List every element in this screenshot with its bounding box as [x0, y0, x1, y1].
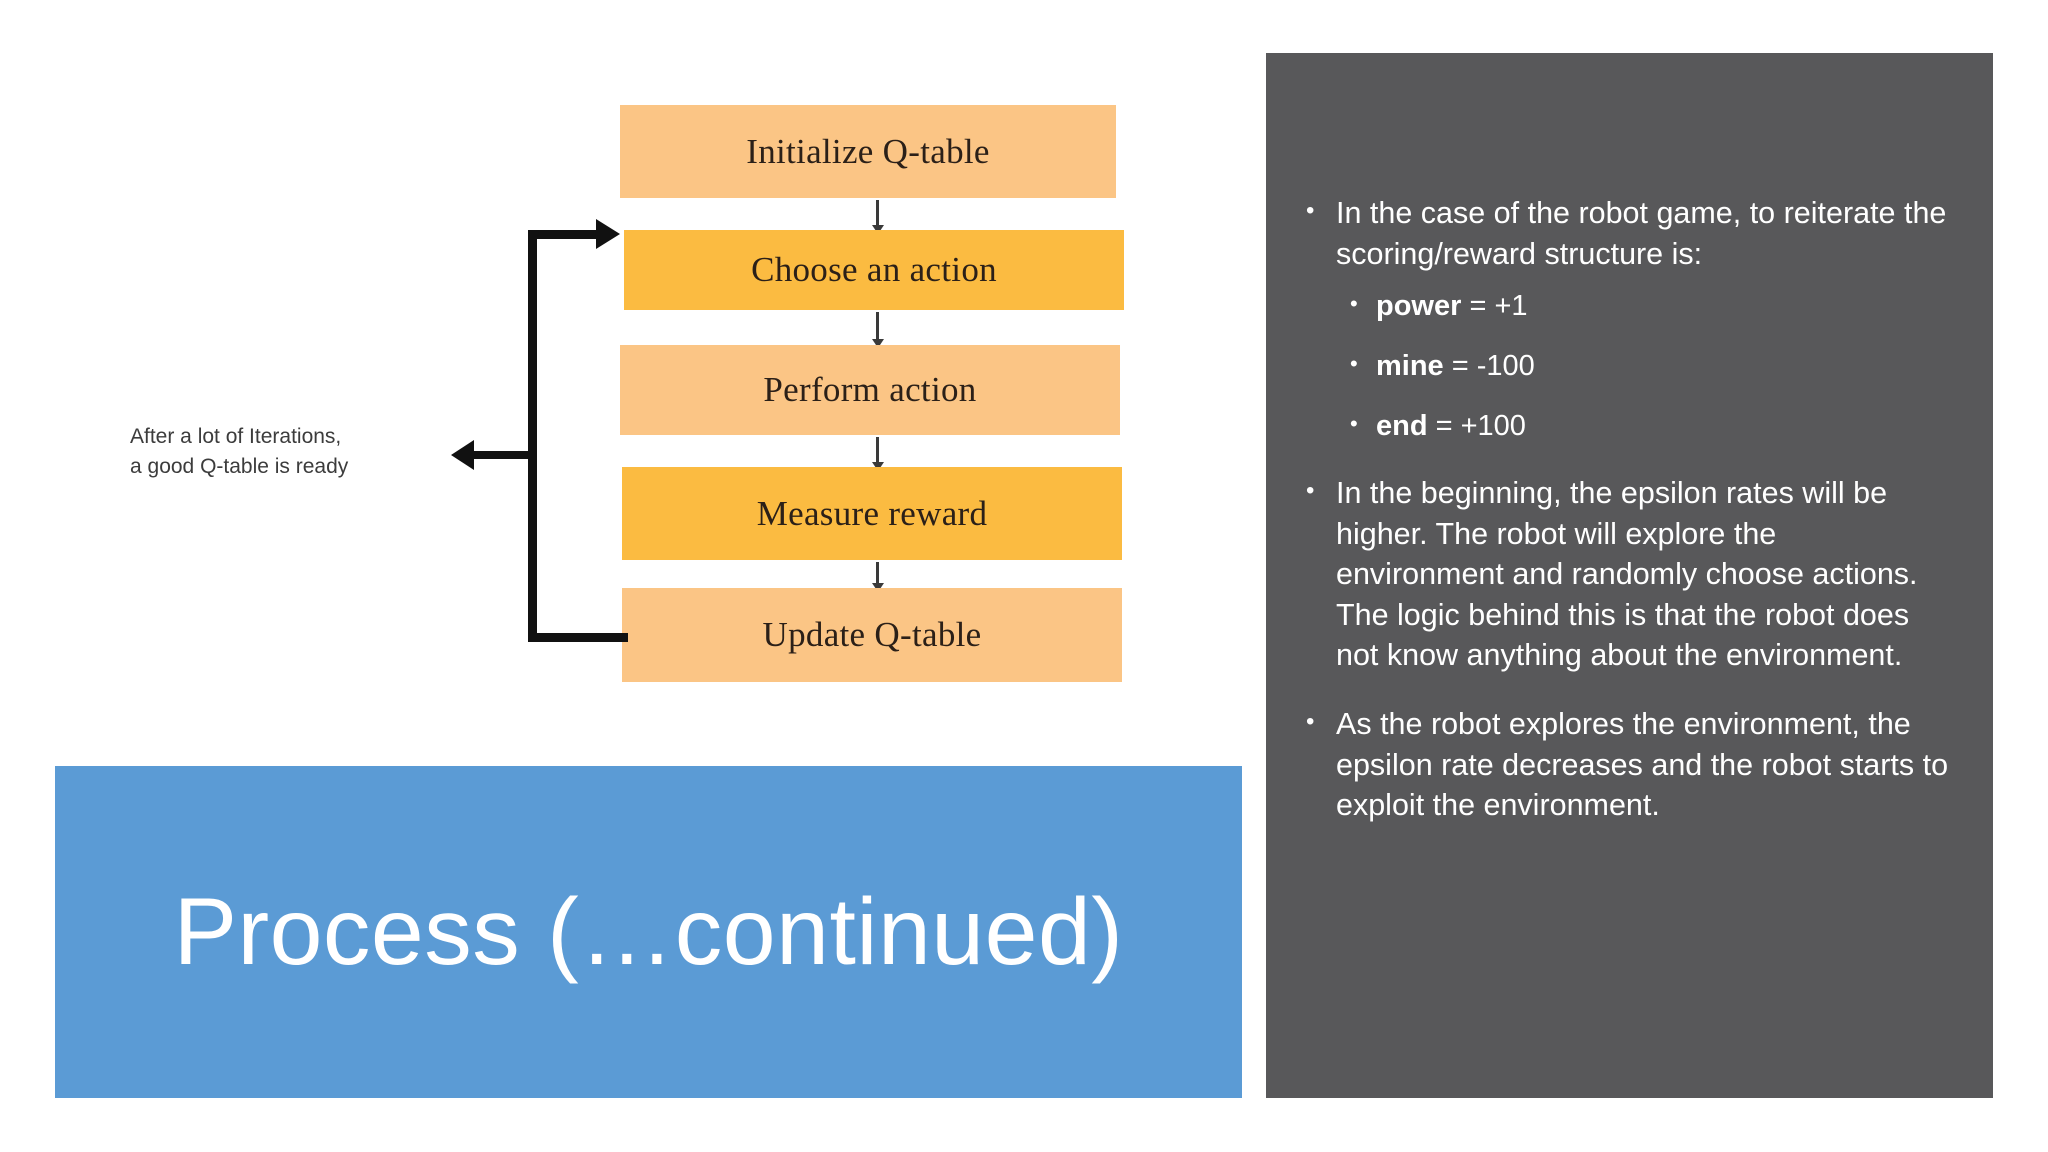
flow-step-update-q-table: Update Q-table: [622, 588, 1122, 682]
list-item: end = +100: [1336, 406, 1949, 446]
reward-value-power: = +1: [1461, 290, 1528, 323]
flow-step-choose-an-action: Choose an action: [624, 230, 1124, 310]
page-title: Process (…continued): [173, 878, 1124, 985]
flow-connector-arrow-2: [871, 312, 884, 348]
flow-step-initialize-q-table: Initialize Q-table: [620, 105, 1116, 198]
flow-step-perform-action: Perform action: [620, 345, 1120, 435]
feedback-loop-arrowhead-icon: [596, 219, 620, 249]
exit-arrow-shaft: [471, 451, 531, 459]
flow-connector-arrow-3: [871, 437, 884, 471]
list-item: mine = -100: [1336, 346, 1949, 386]
bullet-text: As the robot explores the environment, t…: [1336, 707, 1949, 823]
reward-keyword-end: end: [1376, 409, 1428, 442]
flow-connector-arrow-4: [871, 562, 884, 592]
list-item: As the robot explores the environment, t…: [1300, 703, 1949, 826]
list-item: In the beginning, the epsilon rates will…: [1300, 472, 1949, 676]
iterations-caption-line-1: After a lot of Iterations,: [130, 425, 342, 448]
title-banner: Process (…continued): [55, 766, 1242, 1098]
sub-bullet-list: power = +1 mine = -100 end = +100: [1336, 286, 1949, 446]
feedback-loop-bottom-segment: [528, 633, 628, 642]
bullet-list: In the case of the robot game, to reiter…: [1300, 192, 1949, 826]
reward-value-end: = +100: [1427, 409, 1526, 442]
reward-value-mine: = -100: [1443, 349, 1535, 382]
flow-connector-arrow-1: [871, 200, 884, 234]
content-panel: In the case of the robot game, to reiter…: [1266, 53, 1993, 1098]
exit-arrow-head-icon: [451, 440, 474, 470]
feedback-loop-top-segment: [528, 230, 600, 239]
iterations-caption-line-2: a good Q-table is ready: [130, 455, 349, 479]
flow-step-measure-reward: Measure reward: [622, 467, 1122, 560]
list-item: In the case of the robot game, to reiter…: [1300, 192, 1949, 446]
flowchart-image: Initialize Q-table Choose an action Perf…: [130, 60, 1190, 760]
bullet-text: In the case of the robot game, to reiter…: [1336, 196, 1947, 271]
iterations-caption: After a lot of Iterations, a good Q-tabl…: [130, 422, 430, 483]
reward-keyword-mine: mine: [1376, 349, 1444, 382]
bullet-text: In the beginning, the epsilon rates will…: [1336, 476, 1918, 673]
list-item: power = +1: [1336, 286, 1949, 326]
feedback-loop-vertical-segment: [528, 230, 537, 642]
reward-keyword-power: power: [1376, 290, 1462, 323]
